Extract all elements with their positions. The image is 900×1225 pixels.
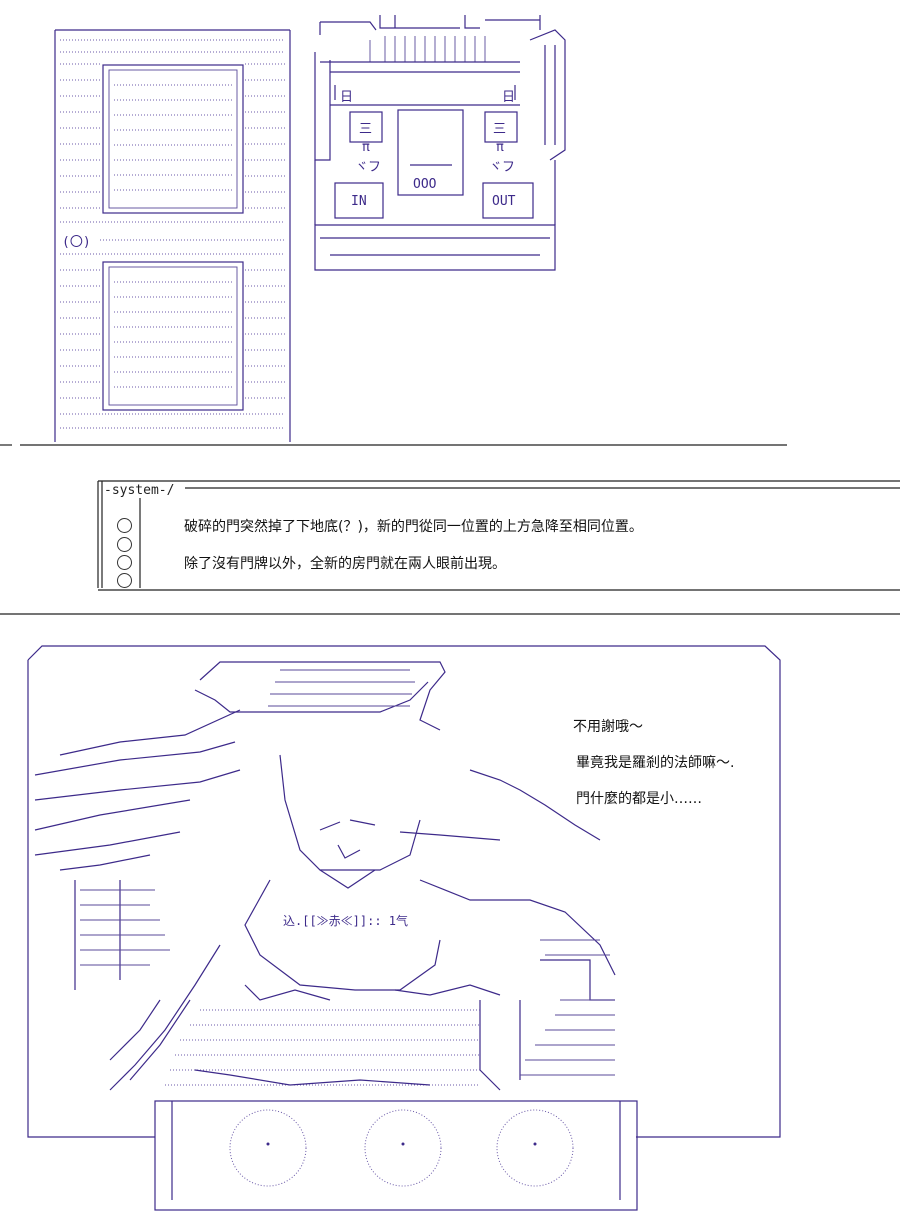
system-header: -system-/	[104, 483, 175, 498]
device-in-label: IN	[351, 194, 367, 209]
system-header-label: system	[111, 483, 159, 498]
device-left-button	[349, 111, 383, 143]
bullet-circle	[117, 573, 132, 588]
device-right-button	[484, 111, 518, 143]
system-line-1: 破碎的門突然掉了下地底(？)，新的門從同一位置的上方急降至相同位置。	[184, 519, 643, 535]
system-line-2: 除了沒有門牌以外，全新的房門就在兩人眼前出現。	[184, 556, 506, 572]
speech-line-2: 畢竟我是羅剎的法師嘛～.	[576, 755, 735, 771]
panel2-frame	[27, 645, 781, 1211]
device-center-label: OOO	[413, 177, 437, 192]
left-button-symbol: 三	[359, 122, 373, 137]
door-marker: (〇)	[62, 235, 91, 250]
device-in-slot	[334, 182, 384, 219]
system-box-frame	[97, 480, 900, 591]
right-button-pi: π	[496, 140, 504, 155]
left-button-kana: ヾフ	[355, 160, 382, 175]
chest-badge: 込.[[≫赤≪]]:: 1气	[283, 914, 409, 928]
speech-line-3: 門什麼的都是小……	[576, 791, 702, 807]
bullet-circle	[117, 518, 132, 533]
door-frame	[54, 29, 291, 442]
speech-line-1: 不用謝哦～	[573, 719, 643, 735]
device-outline	[314, 15, 566, 271]
magic-circles	[229, 1109, 574, 1187]
device-out-label: OUT	[492, 194, 516, 209]
right-button-kana: ヾフ	[489, 160, 516, 175]
device-display-right: 日	[502, 90, 516, 105]
device-center-screen	[397, 109, 464, 196]
right-button-symbol: 三	[493, 122, 507, 137]
bullet-circle	[117, 537, 132, 552]
bullet-circle	[117, 555, 132, 570]
character-figure	[34, 661, 616, 1091]
device-display-left: 日	[340, 90, 354, 105]
device-out-slot	[482, 182, 534, 219]
left-button-pi: π	[362, 140, 370, 155]
